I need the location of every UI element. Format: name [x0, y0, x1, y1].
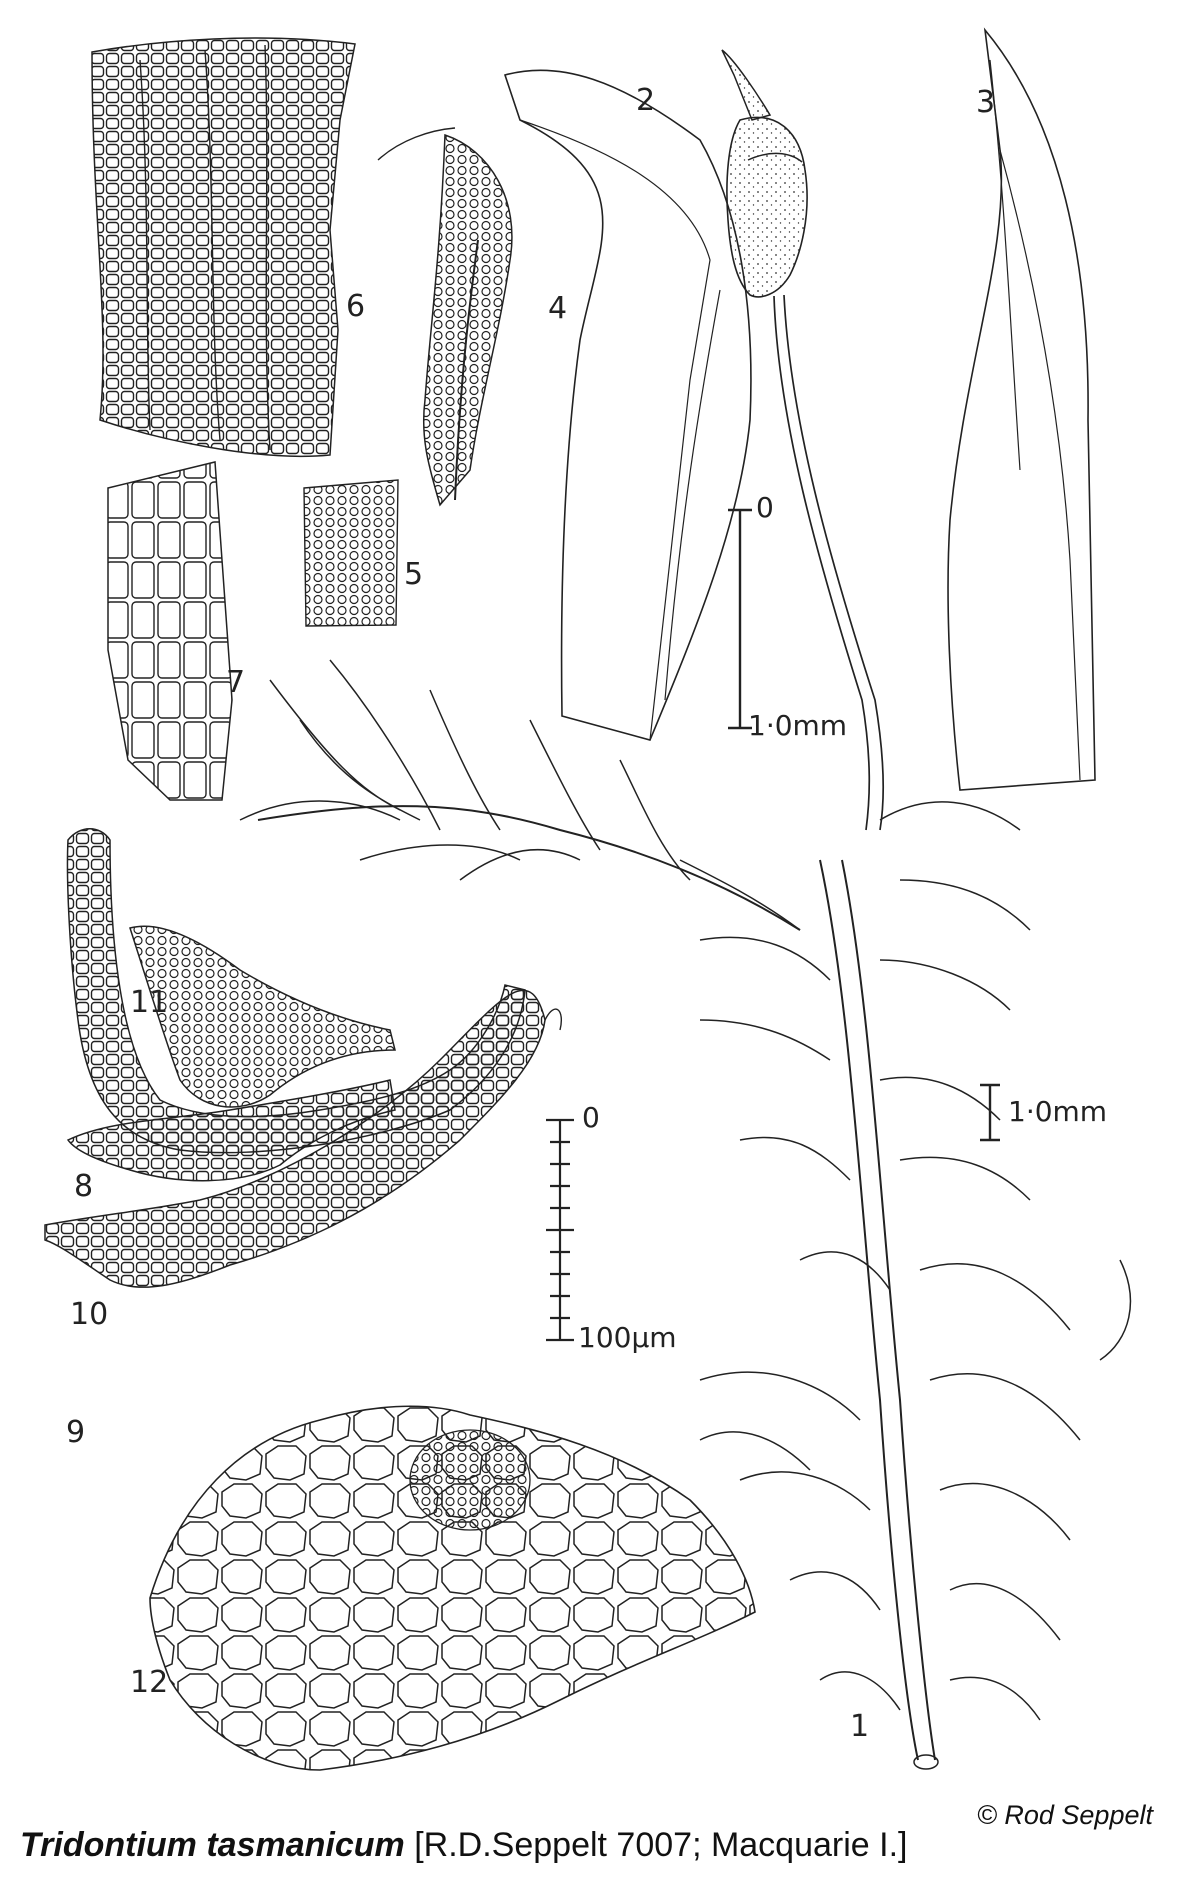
capsule-and-seta	[721, 49, 885, 831]
figure-4-leaf-apex	[377, 127, 513, 507]
figure-label-2: 2	[636, 83, 656, 118]
scale-cells-zero: 0	[582, 1101, 600, 1134]
figure-2-leaf	[503, 69, 752, 741]
caption-details: [R.D.Seppelt 7007; Macquarie I.]	[414, 1826, 908, 1864]
figure-9-lamina-section	[44, 989, 562, 1288]
figure-label-7: 7	[226, 665, 246, 700]
plate-caption: Tridontium tasmanicum [R.D.Seppelt 7007;…	[20, 1826, 907, 1865]
scale-cells-max: 100µm	[578, 1321, 677, 1354]
copyright-notice: © Rod Seppelt	[976, 1800, 1153, 1830]
figure-label-11: 11	[130, 985, 169, 1020]
figure-label-4: 4	[548, 291, 568, 326]
figure-5-cell-patch	[303, 479, 399, 627]
scale-leaves-max: 1·0mm	[748, 709, 848, 742]
figure-label-1: 1	[850, 1709, 870, 1744]
figure-label-5: 5	[404, 557, 424, 592]
figure-label-12: 12	[130, 1665, 169, 1700]
scale-bar-cells	[546, 1118, 574, 1342]
scale-bar-habit	[980, 1083, 1000, 1142]
figure-label-9: 9	[66, 1415, 86, 1450]
caption-taxon: Tridontium tasmanicum	[20, 1826, 405, 1864]
figure-3-leaf	[947, 27, 1096, 791]
figure-11-costa-cross-section	[129, 925, 396, 1108]
scale-bar-leaves	[728, 508, 752, 730]
figure-7-basal-cells	[107, 461, 233, 801]
figure-1-shoot-habit	[239, 659, 1132, 1770]
figure-label-10: 10	[70, 1297, 109, 1332]
figure-10-costa-section	[66, 1079, 396, 1182]
figure-label-3: 3	[976, 85, 996, 120]
figure-12-stem-cross-section	[149, 1405, 756, 1771]
figure-label-8: 8	[74, 1169, 94, 1204]
scale-leaves-zero: 0	[756, 491, 774, 524]
figure-6-cell-areolation	[91, 37, 356, 458]
scale-habit-label: 1·0mm	[1008, 1095, 1108, 1128]
figure-8-leaf-cross-section	[66, 828, 526, 1154]
figure-label-6: 6	[346, 289, 366, 324]
